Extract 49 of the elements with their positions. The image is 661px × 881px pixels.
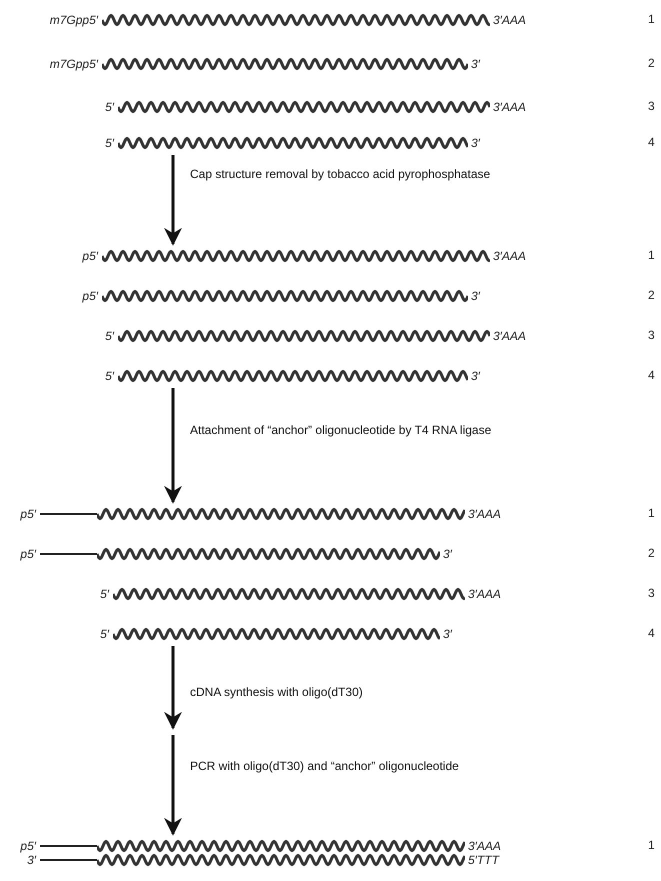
edge-label: PCR with oligo(dT30) and “anchor” oligonucleotide bbox=[190, 758, 460, 774]
end-label: p5′ bbox=[81, 289, 100, 303]
row-number: 4 bbox=[648, 626, 655, 640]
row-number: 2 bbox=[648, 288, 655, 302]
end-label: 3′AAA bbox=[492, 100, 526, 114]
row-number: 1 bbox=[648, 248, 655, 262]
row-number: 2 bbox=[648, 56, 655, 70]
row-number: 2 bbox=[648, 546, 655, 560]
arrow bbox=[164, 735, 182, 836]
end-label: 3′ bbox=[442, 627, 452, 641]
end-label: 3′ bbox=[470, 369, 480, 383]
end-label: 3′AAA bbox=[467, 587, 501, 601]
end-label: p5′ bbox=[19, 839, 38, 853]
end-label: 3′ bbox=[470, 289, 480, 303]
end-label: p5′ bbox=[81, 249, 100, 263]
end-label: 5′ bbox=[104, 136, 116, 150]
end-label: 5′ bbox=[104, 100, 116, 114]
end-label: 5′ bbox=[104, 369, 116, 383]
end-label: 3′AAA bbox=[492, 249, 526, 263]
row-number: 3 bbox=[648, 586, 655, 600]
end-label: 5′ bbox=[99, 627, 110, 641]
arrow bbox=[164, 388, 182, 504]
end-label: 5′TTT bbox=[467, 853, 499, 867]
end-label: p5′ bbox=[19, 547, 38, 561]
end-label: p5′ bbox=[19, 507, 38, 521]
end-label: 3′ bbox=[26, 853, 38, 867]
row-number: 4 bbox=[648, 135, 655, 149]
end-label: 3′ bbox=[442, 547, 452, 561]
row-number: 3 bbox=[648, 328, 655, 342]
end-label: m7Gpp5′ bbox=[48, 57, 100, 71]
end-label: m7Gpp5′ bbox=[48, 13, 100, 27]
row-number: 4 bbox=[648, 368, 655, 382]
arrow bbox=[164, 155, 182, 246]
end-label: 3′ bbox=[470, 136, 480, 150]
row-number: 1 bbox=[648, 838, 655, 852]
arrow bbox=[164, 646, 182, 730]
edge-label: Cap structure removal by tobacco acid pyrophosphatase bbox=[190, 166, 492, 182]
edge-label: cDNA synthesis with oligo(dT30) bbox=[190, 684, 364, 700]
end-label: 3′AAA bbox=[467, 839, 501, 853]
row-number: 1 bbox=[648, 12, 655, 26]
end-label: 5′ bbox=[104, 329, 116, 343]
row-number: 3 bbox=[648, 99, 655, 113]
edge-label: Attachment of “anchor” oligonucleotide by T4 RNA ligase bbox=[190, 422, 492, 438]
end-label: 3′AAA bbox=[492, 329, 526, 343]
end-label: 3′AAA bbox=[467, 507, 501, 521]
end-label: 3′AAA bbox=[492, 13, 526, 27]
end-label: 5′ bbox=[99, 587, 110, 601]
row-number: 1 bbox=[648, 506, 655, 520]
end-label: 3′ bbox=[470, 57, 480, 71]
